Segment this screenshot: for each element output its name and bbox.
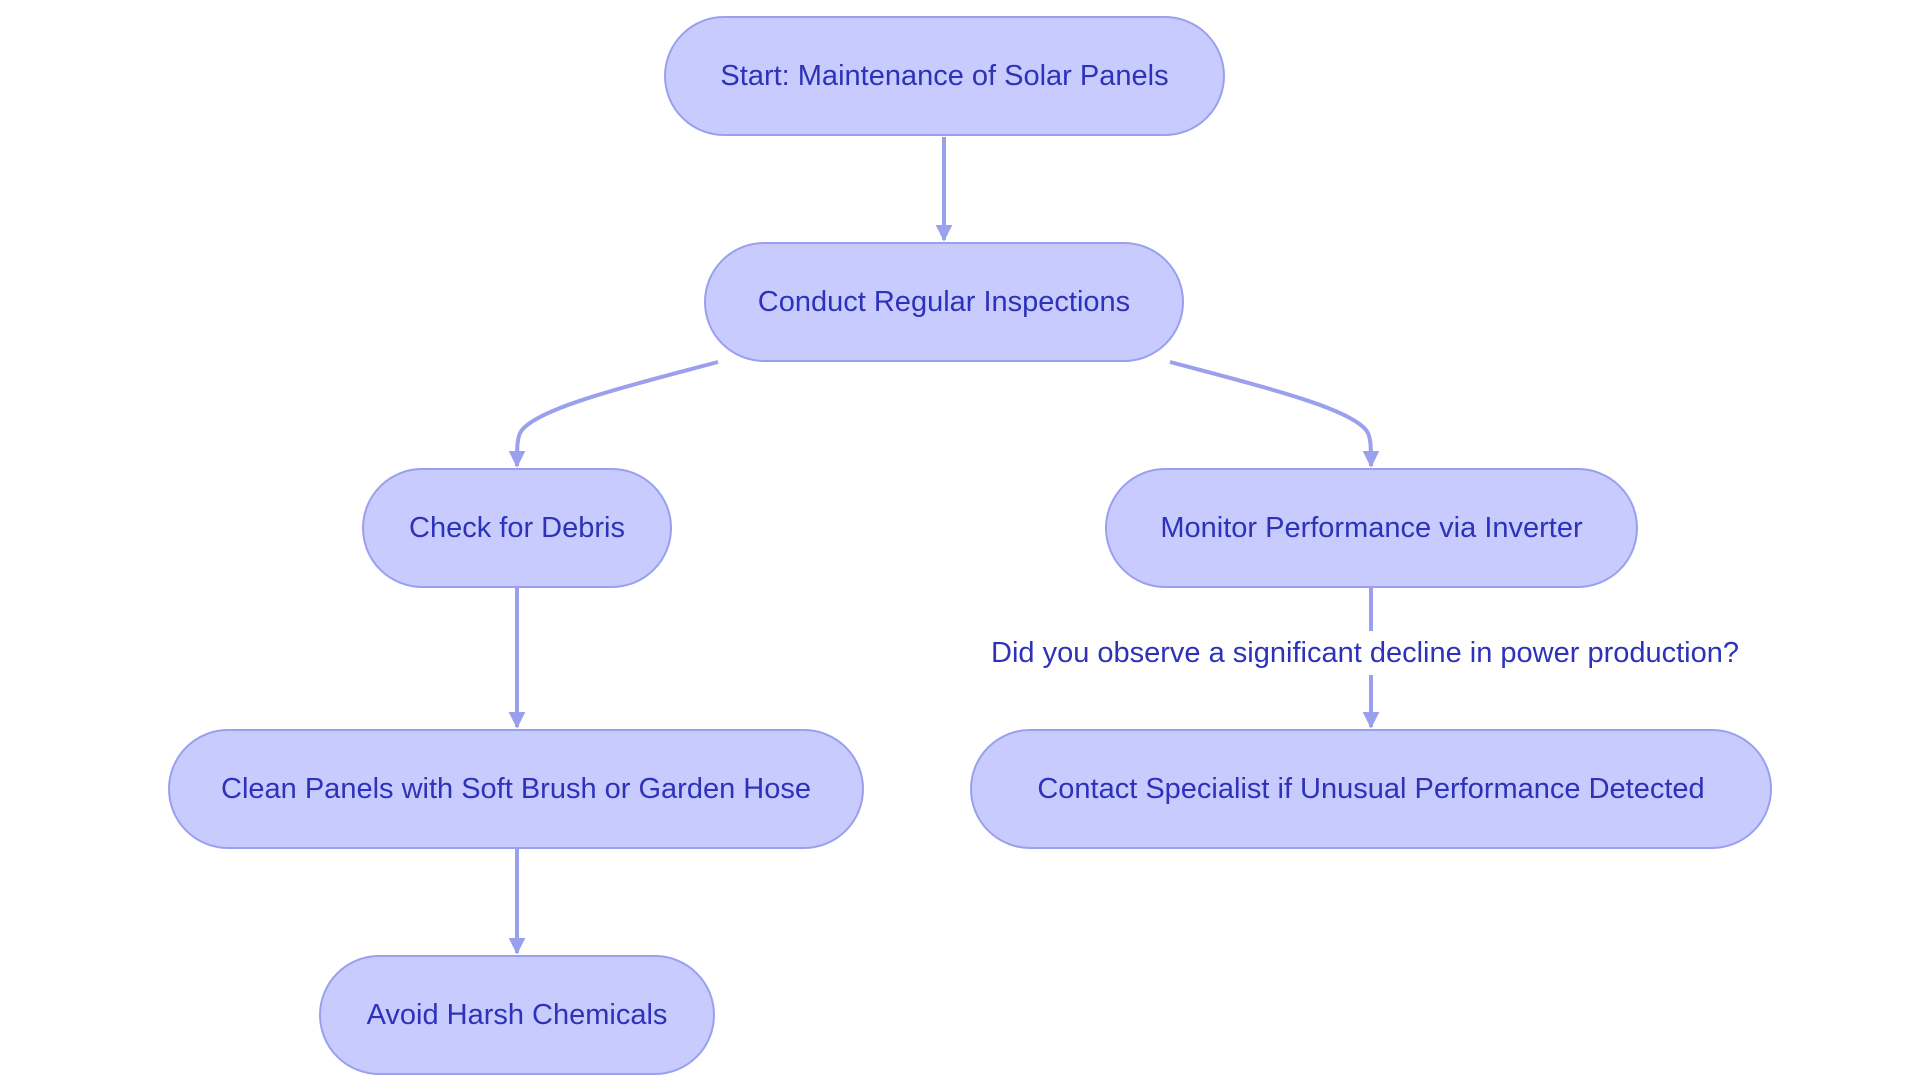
node-monitor-performance: Monitor Performance via Inverter (1105, 468, 1638, 588)
node-conduct-inspections-label: Conduct Regular Inspections (757, 285, 1131, 318)
node-avoid-chemicals-label: Avoid Harsh Chemicals (366, 998, 668, 1031)
node-check-debris: Check for Debris (362, 468, 672, 588)
node-avoid-chemicals: Avoid Harsh Chemicals (319, 955, 715, 1075)
node-contact-specialist-label: Contact Specialist if Unusual Performanc… (1037, 772, 1705, 805)
node-start-label: Start: Maintenance of Solar Panels (720, 59, 1169, 92)
edge-inspect-to-debris (508, 360, 719, 468)
node-check-debris-label: Check for Debris (409, 511, 625, 544)
node-contact-specialist: Contact Specialist if Unusual Performanc… (970, 729, 1772, 849)
edge-inspect-to-monitor (1169, 360, 1380, 468)
node-clean-panels-label: Clean Panels with Soft Brush or Garden H… (221, 772, 811, 805)
node-monitor-performance-label: Monitor Performance via Inverter (1160, 511, 1583, 544)
node-conduct-inspections: Conduct Regular Inspections (704, 242, 1184, 362)
node-start: Start: Maintenance of Solar Panels (664, 16, 1225, 136)
node-clean-panels: Clean Panels with Soft Brush or Garden H… (168, 729, 864, 849)
edge-label-power-decline: Did you observe a significant decline in… (975, 631, 1755, 675)
